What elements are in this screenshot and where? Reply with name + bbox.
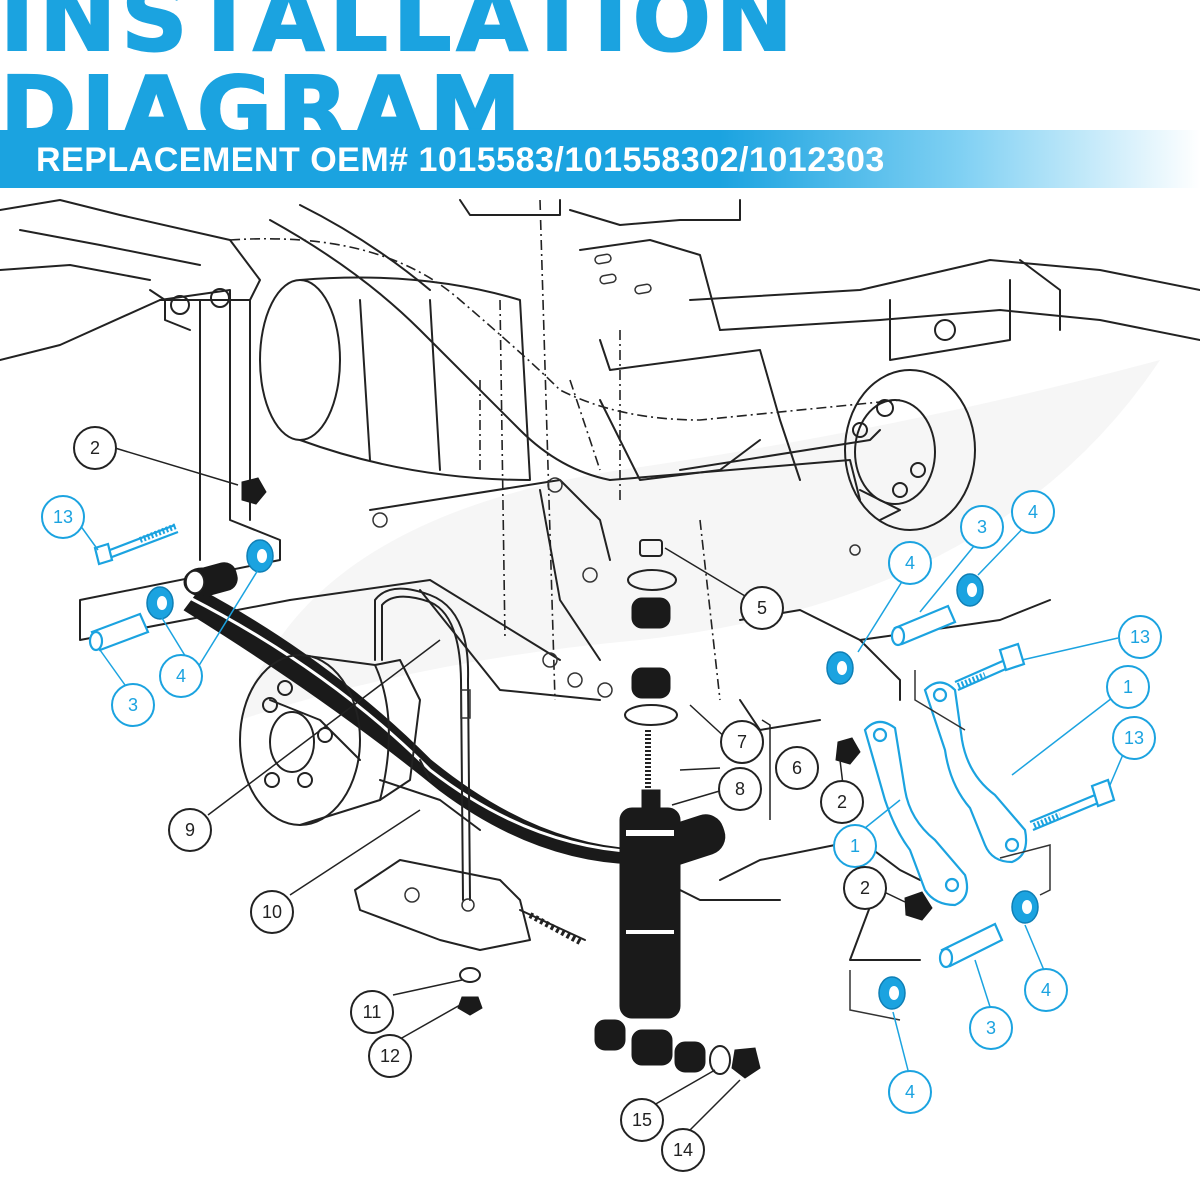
callout-label: 6 — [792, 758, 802, 778]
callout-10: 10 — [250, 890, 294, 934]
bushing-4-left-a — [246, 539, 274, 573]
callout-3-left: 3 — [111, 683, 155, 727]
callout-label: 3 — [977, 517, 987, 537]
callout-1-bottom: 1 — [833, 824, 877, 868]
callout-14: 14 — [661, 1128, 705, 1172]
callout-2-right-top: 2 — [820, 780, 864, 824]
callout-15: 15 — [620, 1098, 664, 1142]
callout-label: 9 — [185, 820, 195, 840]
callout-label: 10 — [262, 902, 282, 922]
bushing-4-right-top — [956, 573, 984, 607]
callout-label: 4 — [1028, 502, 1038, 522]
callout-label: 1 — [850, 836, 860, 856]
callout-label: 13 — [53, 507, 73, 527]
nut-2-right-top — [835, 737, 861, 765]
installation-diagram: 2 13 4 3 5 4 3 4 13 1 13 7 — [0, 188, 1200, 1200]
callout-13-right-bottom: 13 — [1112, 716, 1156, 760]
callout-11: 11 — [350, 990, 394, 1034]
page-title: INSTALLATION DIAGRAM — [0, 0, 798, 164]
bushing-4-left-b — [146, 586, 174, 620]
shock-absorber — [594, 539, 761, 1079]
callout-label: 8 — [735, 779, 745, 799]
callout-2-top-left: 2 — [73, 426, 117, 470]
callout-label: 1 — [1123, 677, 1133, 697]
callout-9: 9 — [168, 808, 212, 852]
callout-8: 8 — [718, 767, 762, 811]
callout-label: 4 — [905, 553, 915, 573]
callout-7: 7 — [720, 720, 764, 764]
callout-label: 13 — [1124, 728, 1144, 748]
callout-label: 5 — [757, 598, 767, 618]
callout-5: 5 — [740, 586, 784, 630]
callout-4-left: 4 — [159, 654, 203, 698]
callout-label: 4 — [1041, 980, 1051, 1000]
callout-label: 3 — [128, 695, 138, 715]
callout-label: 2 — [837, 792, 847, 812]
callout-label: 15 — [632, 1110, 652, 1130]
callout-label: 14 — [673, 1140, 693, 1160]
sleeve-3-right-bottom — [938, 922, 1004, 969]
callout-3-bottom-right: 3 — [969, 1006, 1013, 1050]
callout-12: 12 — [368, 1034, 412, 1078]
callout-13-left: 13 — [41, 495, 85, 539]
right-shackle-parts — [826, 573, 1116, 1021]
shackle-plate-1-b — [923, 681, 1028, 864]
left-brake-drum — [239, 654, 421, 826]
subtitle-band: REPLACEMENT OEM# 1015583/101558302/10123… — [0, 130, 1200, 188]
callout-label: 3 — [986, 1018, 996, 1038]
callout-label: 4 — [905, 1082, 915, 1102]
bushing-4-right-mid — [826, 651, 854, 685]
bolt-13-right-bottom — [1029, 778, 1116, 832]
chassis-frame — [0, 199, 1200, 961]
callout-6: 6 — [775, 746, 819, 790]
left-shackle-parts — [88, 477, 274, 652]
callout-label: 7 — [737, 732, 747, 752]
callout-label: 13 — [1130, 627, 1150, 647]
nut-2-left — [241, 477, 267, 505]
subtitle-oem-numbers: REPLACEMENT OEM# 1015583/101558302/10123… — [36, 141, 885, 179]
callout-label: 4 — [176, 666, 186, 686]
callout-label: 11 — [363, 1002, 382, 1022]
callout-4-bottom-right-b: 4 — [888, 1070, 932, 1114]
sleeve-3-right-top — [890, 604, 957, 647]
callout-label: 2 — [90, 438, 100, 458]
callout-1-right: 1 — [1106, 665, 1150, 709]
callout-4-right-top: 4 — [1011, 490, 1055, 534]
bolt-13-right-top — [954, 642, 1026, 692]
callout-leaders — [79, 447, 1131, 1136]
sleeve-3-left — [88, 612, 150, 652]
callout-label: 2 — [860, 878, 870, 898]
shackle-plate-1-a — [863, 720, 969, 907]
nut-2-right-bottom — [904, 891, 933, 921]
callout-4-bottom-right-a: 4 — [1024, 968, 1068, 1012]
u-bolt-assembly — [354, 587, 586, 1016]
bushing-4-right-bottom-b — [878, 976, 906, 1010]
callout-label: 12 — [380, 1046, 400, 1066]
callout-3-right-top: 3 — [960, 505, 1004, 549]
bolt-13-left — [93, 523, 179, 566]
brand-watermark — [240, 360, 1160, 720]
callout-4-right-mid: 4 — [888, 541, 932, 585]
callout-2-right-bottom: 2 — [843, 866, 887, 910]
bushing-4-right-bottom-a — [1011, 890, 1039, 924]
callout-13-right-top: 13 — [1118, 615, 1162, 659]
